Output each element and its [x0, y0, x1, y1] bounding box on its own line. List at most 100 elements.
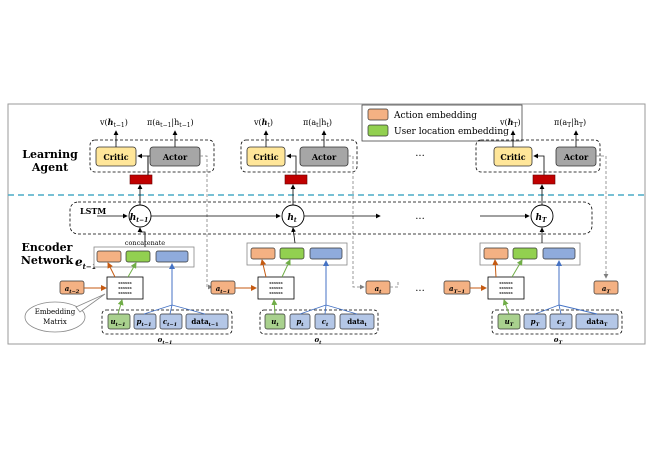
matrix-row: xxxxxx: [499, 280, 513, 285]
policy-label-2: π(at|ht): [303, 118, 332, 129]
arrow-matrix-location: [511, 259, 523, 278]
agent-block-2: Critic Actor v(ht) π(at|ht): [240, 117, 365, 290]
policy-label-1: π(at−1|ht−1): [147, 118, 194, 129]
arrow-actor-to-action: [596, 155, 609, 279]
legend-location-label: User location embedding: [394, 127, 509, 137]
actor-label: Actor: [162, 152, 188, 162]
callout-line1: Embedding: [35, 308, 76, 316]
arrow-to-critic: [533, 153, 545, 176]
legend-box: [361, 104, 523, 142]
connector-block: [129, 174, 153, 185]
action-embedding: [96, 250, 122, 263]
matrix-row: xxxxxx: [269, 285, 283, 290]
feature-embedding: [155, 250, 189, 263]
agent-frame: [475, 139, 601, 173]
arrow-to-actor: [147, 155, 150, 176]
obs-data: [185, 313, 229, 330]
obs-user-label: ut−1: [110, 317, 125, 328]
hidden-label-2: ht: [287, 213, 297, 224]
matrix-row: xxxxxx: [499, 285, 513, 290]
agent-block-3: Critic Actor v(hT) π(aT|hT): [475, 117, 609, 279]
arrow-matrix-location: [127, 262, 137, 278]
legend-action-label: Action embedding: [393, 111, 477, 121]
ellipsis-encoder: ...: [415, 283, 425, 294]
arrow-actor-to-action: [200, 155, 213, 290]
hidden-label-1: ht−1: [130, 213, 149, 224]
obs-p-label: pt: [296, 317, 304, 328]
matrix-row: xxxxxx: [118, 280, 132, 285]
connector-block: [284, 174, 308, 185]
input-action-label: aT−1: [449, 284, 465, 295]
obs-data-label: dataT: [587, 317, 608, 328]
embedding-matrix-callout: [24, 301, 86, 333]
encoder-group-1: et−1 concatenate xxxxxx xxxxxx xxxxxx at…: [24, 227, 233, 346]
obs-c-label: ct−1: [163, 317, 177, 328]
agent-frame: [89, 139, 215, 173]
embedding-matrix: [487, 276, 525, 300]
output-action-label: aT: [602, 284, 612, 295]
value-label-1: v(ht−1): [99, 117, 128, 129]
location-embedding: [279, 247, 305, 260]
obs-merge-lines: [299, 304, 358, 315]
output-action-box: [593, 280, 619, 295]
arrow-actor-to-action: [348, 155, 365, 290]
feature-embedding: [542, 247, 576, 260]
arrow-concat-hidden: [291, 227, 296, 244]
policy-label-3: π(aT|hT): [554, 118, 586, 129]
obs-p-label: pT: [531, 317, 541, 328]
outer-frame: [7, 103, 646, 345]
lstm-frame: [69, 201, 593, 235]
observation-label: oT: [554, 335, 564, 346]
lstm-label: LSTM: [80, 206, 106, 216]
matrix-row: xxxxxx: [118, 290, 132, 295]
section-label-encoder-line1: Encoder: [22, 241, 73, 254]
obs-c-label: ct: [322, 317, 329, 328]
legend-swatch-action: [367, 108, 389, 121]
section-label-agent-line2: Agent: [31, 161, 69, 174]
connector-block: [532, 174, 556, 185]
obs-user-label: ut: [271, 317, 279, 328]
callout-line2: Matrix: [43, 318, 67, 326]
arrow-matrix-action: [107, 262, 116, 278]
embedding-matrix: [257, 276, 295, 300]
observation-frame: [259, 309, 379, 335]
embedding-label: et−1: [75, 255, 97, 271]
obs-merge-lines: [143, 304, 206, 315]
ellipsis-lstm: ...: [415, 211, 425, 222]
section-label-encoder-line2: Network: [21, 254, 74, 267]
obs-c: [159, 313, 183, 330]
obs-user: [107, 313, 131, 330]
hidden-label-3: hT: [535, 213, 547, 224]
location-embedding: [125, 250, 151, 263]
feedback-arrow: [390, 280, 399, 288]
callout-pointer: [75, 293, 106, 313]
legend-swatch-location: [367, 124, 389, 137]
action-embedding: [483, 247, 509, 260]
action-embedding: [250, 247, 276, 260]
actor-label: Actor: [563, 152, 589, 162]
matrix-row: xxxxxx: [118, 285, 132, 290]
observation-label: ot−1: [158, 335, 173, 346]
observation-frame: [101, 309, 233, 335]
input-action-label: at−2: [65, 284, 80, 295]
ellipsis-agent: ...: [415, 148, 425, 159]
matrix-row: xxxxxx: [269, 290, 283, 295]
arrow-matrix-action: [492, 259, 499, 278]
obs-user-label: uT: [505, 317, 515, 328]
obs-data-label: datat: [347, 317, 367, 328]
matrix-row: xxxxxx: [269, 280, 283, 285]
output-action-label: at: [375, 284, 383, 295]
arrow-to-critic: [286, 153, 297, 176]
critic-label: Critic: [103, 152, 128, 162]
input-action-label: at−1: [216, 284, 231, 295]
value-label-2: v(ht): [253, 117, 273, 129]
output-action-box: [365, 280, 391, 295]
agent-frame: [240, 139, 358, 173]
observation-label: ot: [315, 335, 323, 346]
obs-data-label: datat−1: [191, 317, 218, 328]
actor-label: Actor: [311, 152, 337, 162]
critic-label: Critic: [500, 152, 525, 162]
embedding-matrix: [106, 276, 144, 300]
matrix-row: xxxxxx: [499, 290, 513, 295]
